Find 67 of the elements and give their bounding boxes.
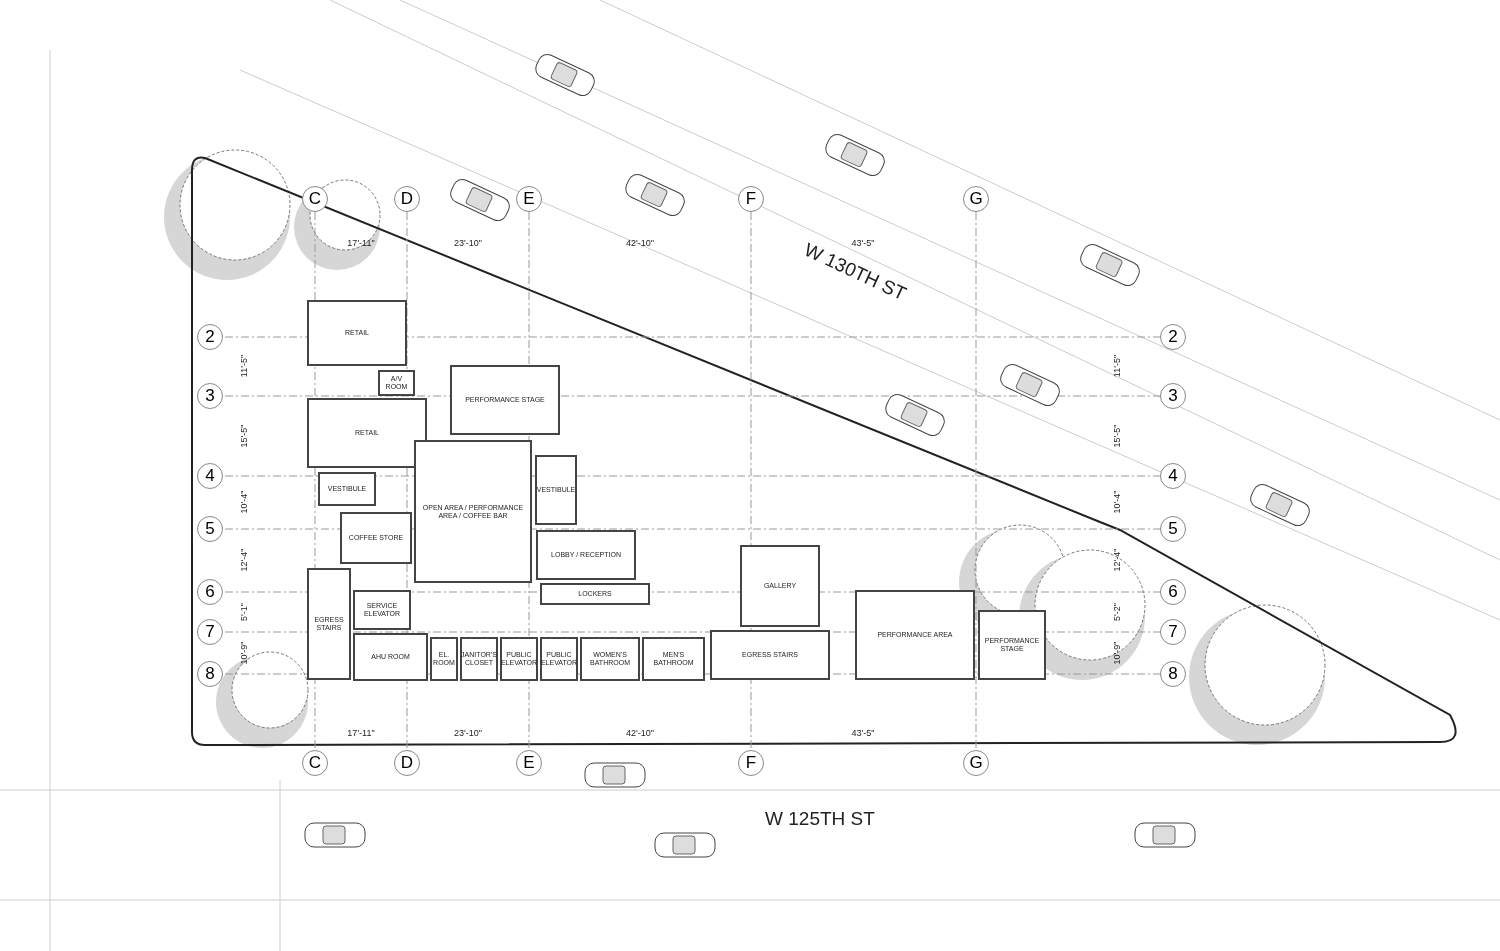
room: [500, 637, 538, 681]
room: [318, 472, 376, 506]
room: [307, 568, 351, 680]
grid-bubble: D: [394, 750, 420, 776]
grid-bubble: 8: [1160, 661, 1186, 687]
room: [740, 545, 820, 627]
dimension-text: 11'-5": [239, 354, 249, 378]
street-name: W 125TH ST: [765, 808, 875, 830]
grid-bubble: F: [738, 750, 764, 776]
grid-bubble: 2: [197, 324, 223, 350]
dimension-text: 12'-4": [239, 548, 249, 572]
grid-bubble: 5: [197, 516, 223, 542]
dimension-text: 42'-10": [626, 238, 654, 248]
grid-bubble: D: [394, 186, 420, 212]
room: [430, 637, 458, 681]
grid-bubble: 4: [1160, 463, 1186, 489]
grid-bubble: 3: [1160, 383, 1186, 409]
dimension-text: 12'-4": [1112, 548, 1122, 572]
grid-bubble: 4: [197, 463, 223, 489]
room: [536, 530, 636, 580]
room: [450, 365, 560, 435]
room: [855, 590, 975, 680]
grid-bubble: G: [963, 186, 989, 212]
room: [535, 455, 577, 525]
dimension-text: 10'-4": [239, 490, 249, 514]
room: [307, 300, 407, 366]
room: [414, 440, 532, 583]
grid-bubble: C: [302, 750, 328, 776]
dimension-text: 10'-9": [239, 641, 249, 665]
grid-bubble: E: [516, 186, 542, 212]
dimension-text: 10'-4": [1112, 490, 1122, 514]
dimension-text: 23'-10": [454, 728, 482, 738]
dimension-text: 11'-5": [1112, 354, 1122, 378]
grid-bubble: G: [963, 750, 989, 776]
dimension-text: 17'-11": [347, 728, 375, 738]
room: [710, 630, 830, 680]
dimension-text: 5'-1": [239, 603, 249, 621]
grid-bubble: 6: [1160, 579, 1186, 605]
room: [353, 590, 411, 630]
grid-bubble: 6: [197, 579, 223, 605]
grid-bubble: 5: [1160, 516, 1186, 542]
room: [540, 583, 650, 605]
room: [378, 370, 415, 396]
dimension-text: 15'-5": [1112, 424, 1122, 448]
room: [580, 637, 640, 681]
grid-bubble: E: [516, 750, 542, 776]
room: [353, 633, 428, 681]
grid-bubble: 8: [197, 661, 223, 687]
grid-bubble: 2: [1160, 324, 1186, 350]
dimension-text: 17'-11": [347, 238, 375, 248]
grid-bubble: 7: [197, 619, 223, 645]
dimension-text: 43'-5": [851, 238, 875, 248]
dimension-text: 10'-9": [1112, 641, 1122, 665]
dimension-text: 43'-5": [851, 728, 875, 738]
room: [340, 512, 412, 564]
dimension-text: 15'-5": [239, 424, 249, 448]
dimension-text: 42'-10": [626, 728, 654, 738]
room: [978, 610, 1046, 680]
room: [540, 637, 578, 681]
dimension-text: 23'-10": [454, 238, 482, 248]
room: [642, 637, 705, 681]
grid-bubble: 7: [1160, 619, 1186, 645]
room: [460, 637, 498, 681]
grid-bubble: F: [738, 186, 764, 212]
room: [307, 398, 427, 468]
grid-bubble: 3: [197, 383, 223, 409]
dimension-text: 5'-2": [1112, 603, 1122, 621]
